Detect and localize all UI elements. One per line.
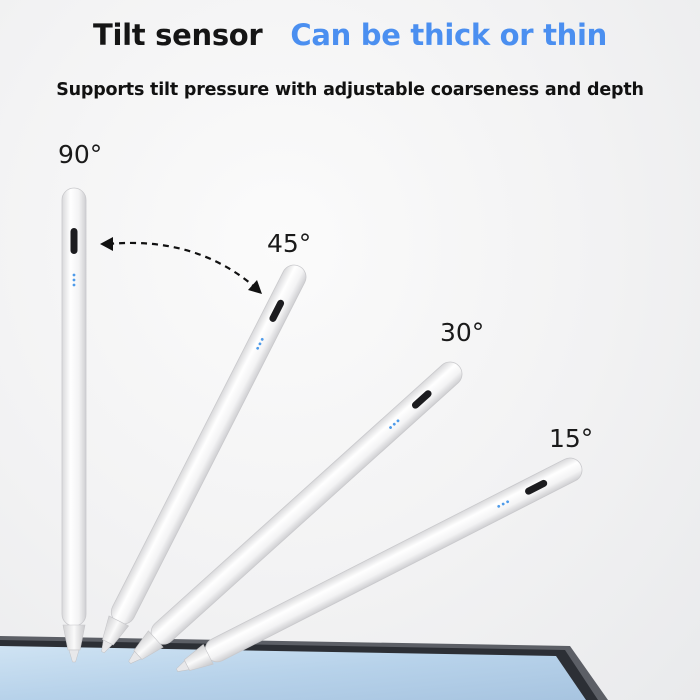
headline-title: Tilt sensor [93,18,263,52]
angle-label-90: 90° [58,140,103,169]
stylus-90 [61,187,87,663]
rotation-arrow-head-left [100,237,113,251]
tablet [0,636,608,700]
usb-c-port-icon [269,299,285,322]
subtitle: Supports tilt pressure with adjustable c… [56,80,644,100]
rotation-arrow-head-right [248,280,262,294]
usb-c-port-icon [70,228,78,254]
angle-label-30: 30° [440,318,485,347]
usb-c-port-icon [411,390,432,409]
headline: Tilt sensor Can be thick or thin [0,18,700,52]
usb-c-port-icon [525,479,548,495]
headline-highlight: Can be thick or thin [290,18,607,52]
angle-label-15: 15° [549,424,594,453]
rotation-arrow [107,241,257,289]
tablet-screen [0,646,586,700]
angle-label-45: 45° [267,229,312,258]
stylus-30 [128,361,463,664]
stylus-15 [176,457,583,672]
stylus-45 [101,264,307,654]
